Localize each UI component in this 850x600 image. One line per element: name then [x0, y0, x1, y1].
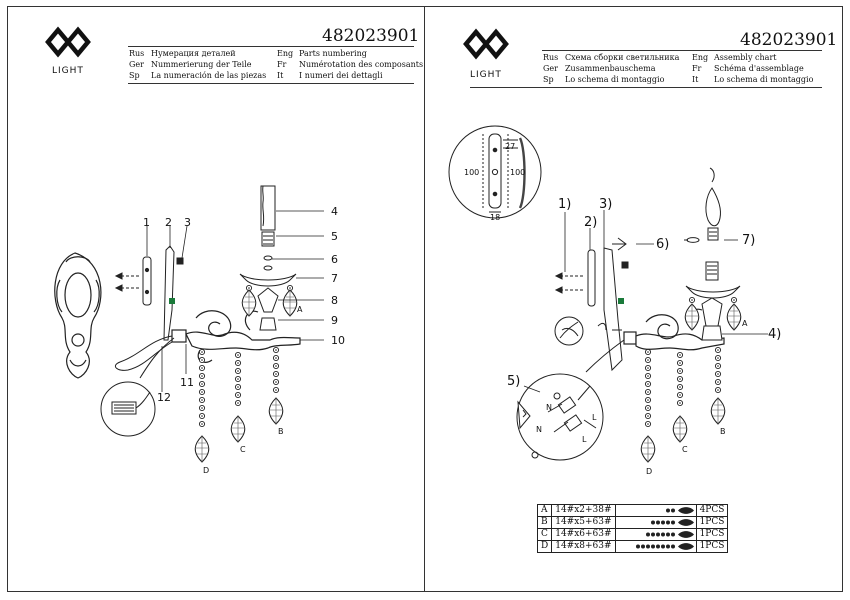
callout-labels: 1 2 3 4 5 6 7 8 9 10 11 12 1) 2) 3) 4) 5…: [143, 197, 781, 404]
table-cell: 1PCS: [695, 540, 729, 553]
strand-d-right: [640, 348, 656, 463]
product-code: 482023901: [322, 26, 420, 46]
dimension-bottom: 18: [490, 213, 500, 222]
callout-9: 9: [331, 314, 338, 327]
product-code: 482023901: [740, 30, 838, 50]
pendant-label-a-left: A: [297, 305, 303, 314]
callout-12: 12: [157, 391, 171, 404]
pendant-label-c-right: C: [682, 445, 688, 454]
wiring-detail: [516, 316, 625, 461]
pendant-label-d-left: D: [203, 466, 209, 475]
callout-2: 2: [165, 216, 172, 229]
candle-column-drawing: [239, 185, 297, 331]
page-divider: [424, 6, 425, 592]
parts-table: A 14#x2+38# 4PCS B 14#x5+63# 1PCS C 14#x…: [536, 504, 729, 553]
callout-7-right: 7): [742, 233, 755, 248]
strand-d-left: [194, 348, 210, 463]
table-row: D 14#x8+63# 1PCS: [536, 540, 729, 553]
dimension-detail: [448, 125, 542, 219]
pendant-label-a-right: A: [742, 319, 748, 328]
callout-6: 6: [331, 253, 338, 266]
arm-drawing: [171, 310, 301, 363]
pendant-strands-right: [640, 296, 742, 463]
bead-strand-icon: [614, 516, 697, 529]
dimension-top: 27: [505, 142, 515, 151]
mounting-bracket: [114, 245, 184, 341]
dimension-labels: 27 100 100 18: [464, 142, 525, 222]
logo-text: LIGHT: [52, 66, 84, 76]
strand-a-left-2: [282, 284, 298, 317]
wire-n-bottom: N: [536, 425, 542, 434]
table-cell: 1PCS: [695, 516, 729, 529]
pendant-labels: A B C D A B C D: [203, 305, 748, 476]
table-cell: B: [536, 516, 553, 529]
table-row: A 14#x2+38# 4PCS: [536, 504, 729, 517]
callout-1: 1: [143, 216, 150, 229]
callout-6-right: 6): [656, 237, 669, 252]
bead-strand-icon: [614, 528, 697, 541]
callout-5-right: 5): [507, 374, 520, 389]
wiring-labels: N L N L: [536, 403, 597, 444]
header-rule: [542, 50, 822, 51]
table-row: C 14#x6+63# 1PCS: [536, 528, 729, 541]
callout-4-right: 4): [768, 327, 781, 342]
strand-b-right: [710, 346, 726, 425]
table-cell: 14#x6+63#: [551, 528, 616, 541]
pendant-label-c-left: C: [240, 445, 246, 454]
callout-7: 7: [331, 272, 338, 285]
callout-10: 10: [331, 334, 345, 347]
callout-8: 8: [331, 294, 338, 307]
header-rule: [128, 83, 414, 84]
callout-5: 5: [331, 230, 338, 243]
leader-lines-right: [523, 210, 768, 393]
header-rule: [128, 46, 414, 47]
wire-l-bottom: L: [582, 435, 587, 444]
strand-b-left: [268, 346, 284, 425]
candle-bulb-drawing: [684, 167, 741, 341]
callout-1-right: 1): [558, 197, 571, 212]
dimension-left: 100: [464, 168, 479, 177]
leader-lines-left: [146, 210, 324, 392]
wire-detail-left: [100, 335, 175, 437]
wire-l-top: L: [592, 413, 597, 422]
table-cell: 1PCS: [695, 528, 729, 541]
table-cell: 4PCS: [695, 504, 729, 517]
wall-bracket-right: [554, 237, 629, 372]
logo-text: LIGHT: [470, 70, 502, 80]
pendant-label-b-left: B: [278, 427, 284, 436]
wire-n-top: N: [546, 403, 552, 412]
strand-c-right: [672, 351, 688, 443]
callout-4: 4: [331, 205, 338, 218]
table-cell: C: [536, 528, 553, 541]
callout-11: 11: [180, 376, 194, 389]
callout-3-right: 3): [599, 197, 612, 212]
table-cell: A: [536, 504, 553, 517]
table-cell: 14#x2+38#: [551, 504, 616, 517]
table-row: B 14#x5+63# 1PCS: [536, 516, 729, 529]
wall-plate-drawing: [54, 252, 102, 379]
pendant-label-b-right: B: [720, 427, 726, 436]
header-rule: [470, 87, 822, 88]
table-cell: 14#x8+63#: [551, 540, 616, 553]
callout-3: 3: [184, 216, 191, 229]
table-cell: 14#x5+63#: [551, 516, 616, 529]
dimension-right: 100: [510, 168, 525, 177]
strand-c-left: [230, 351, 246, 443]
table-cell: D: [536, 540, 553, 553]
bead-strand-icon: [614, 504, 697, 517]
callout-2-right: 2): [584, 215, 597, 230]
bead-strand-icon: [614, 540, 697, 553]
page-frame: [7, 6, 843, 592]
pendant-label-d-right: D: [646, 467, 652, 476]
